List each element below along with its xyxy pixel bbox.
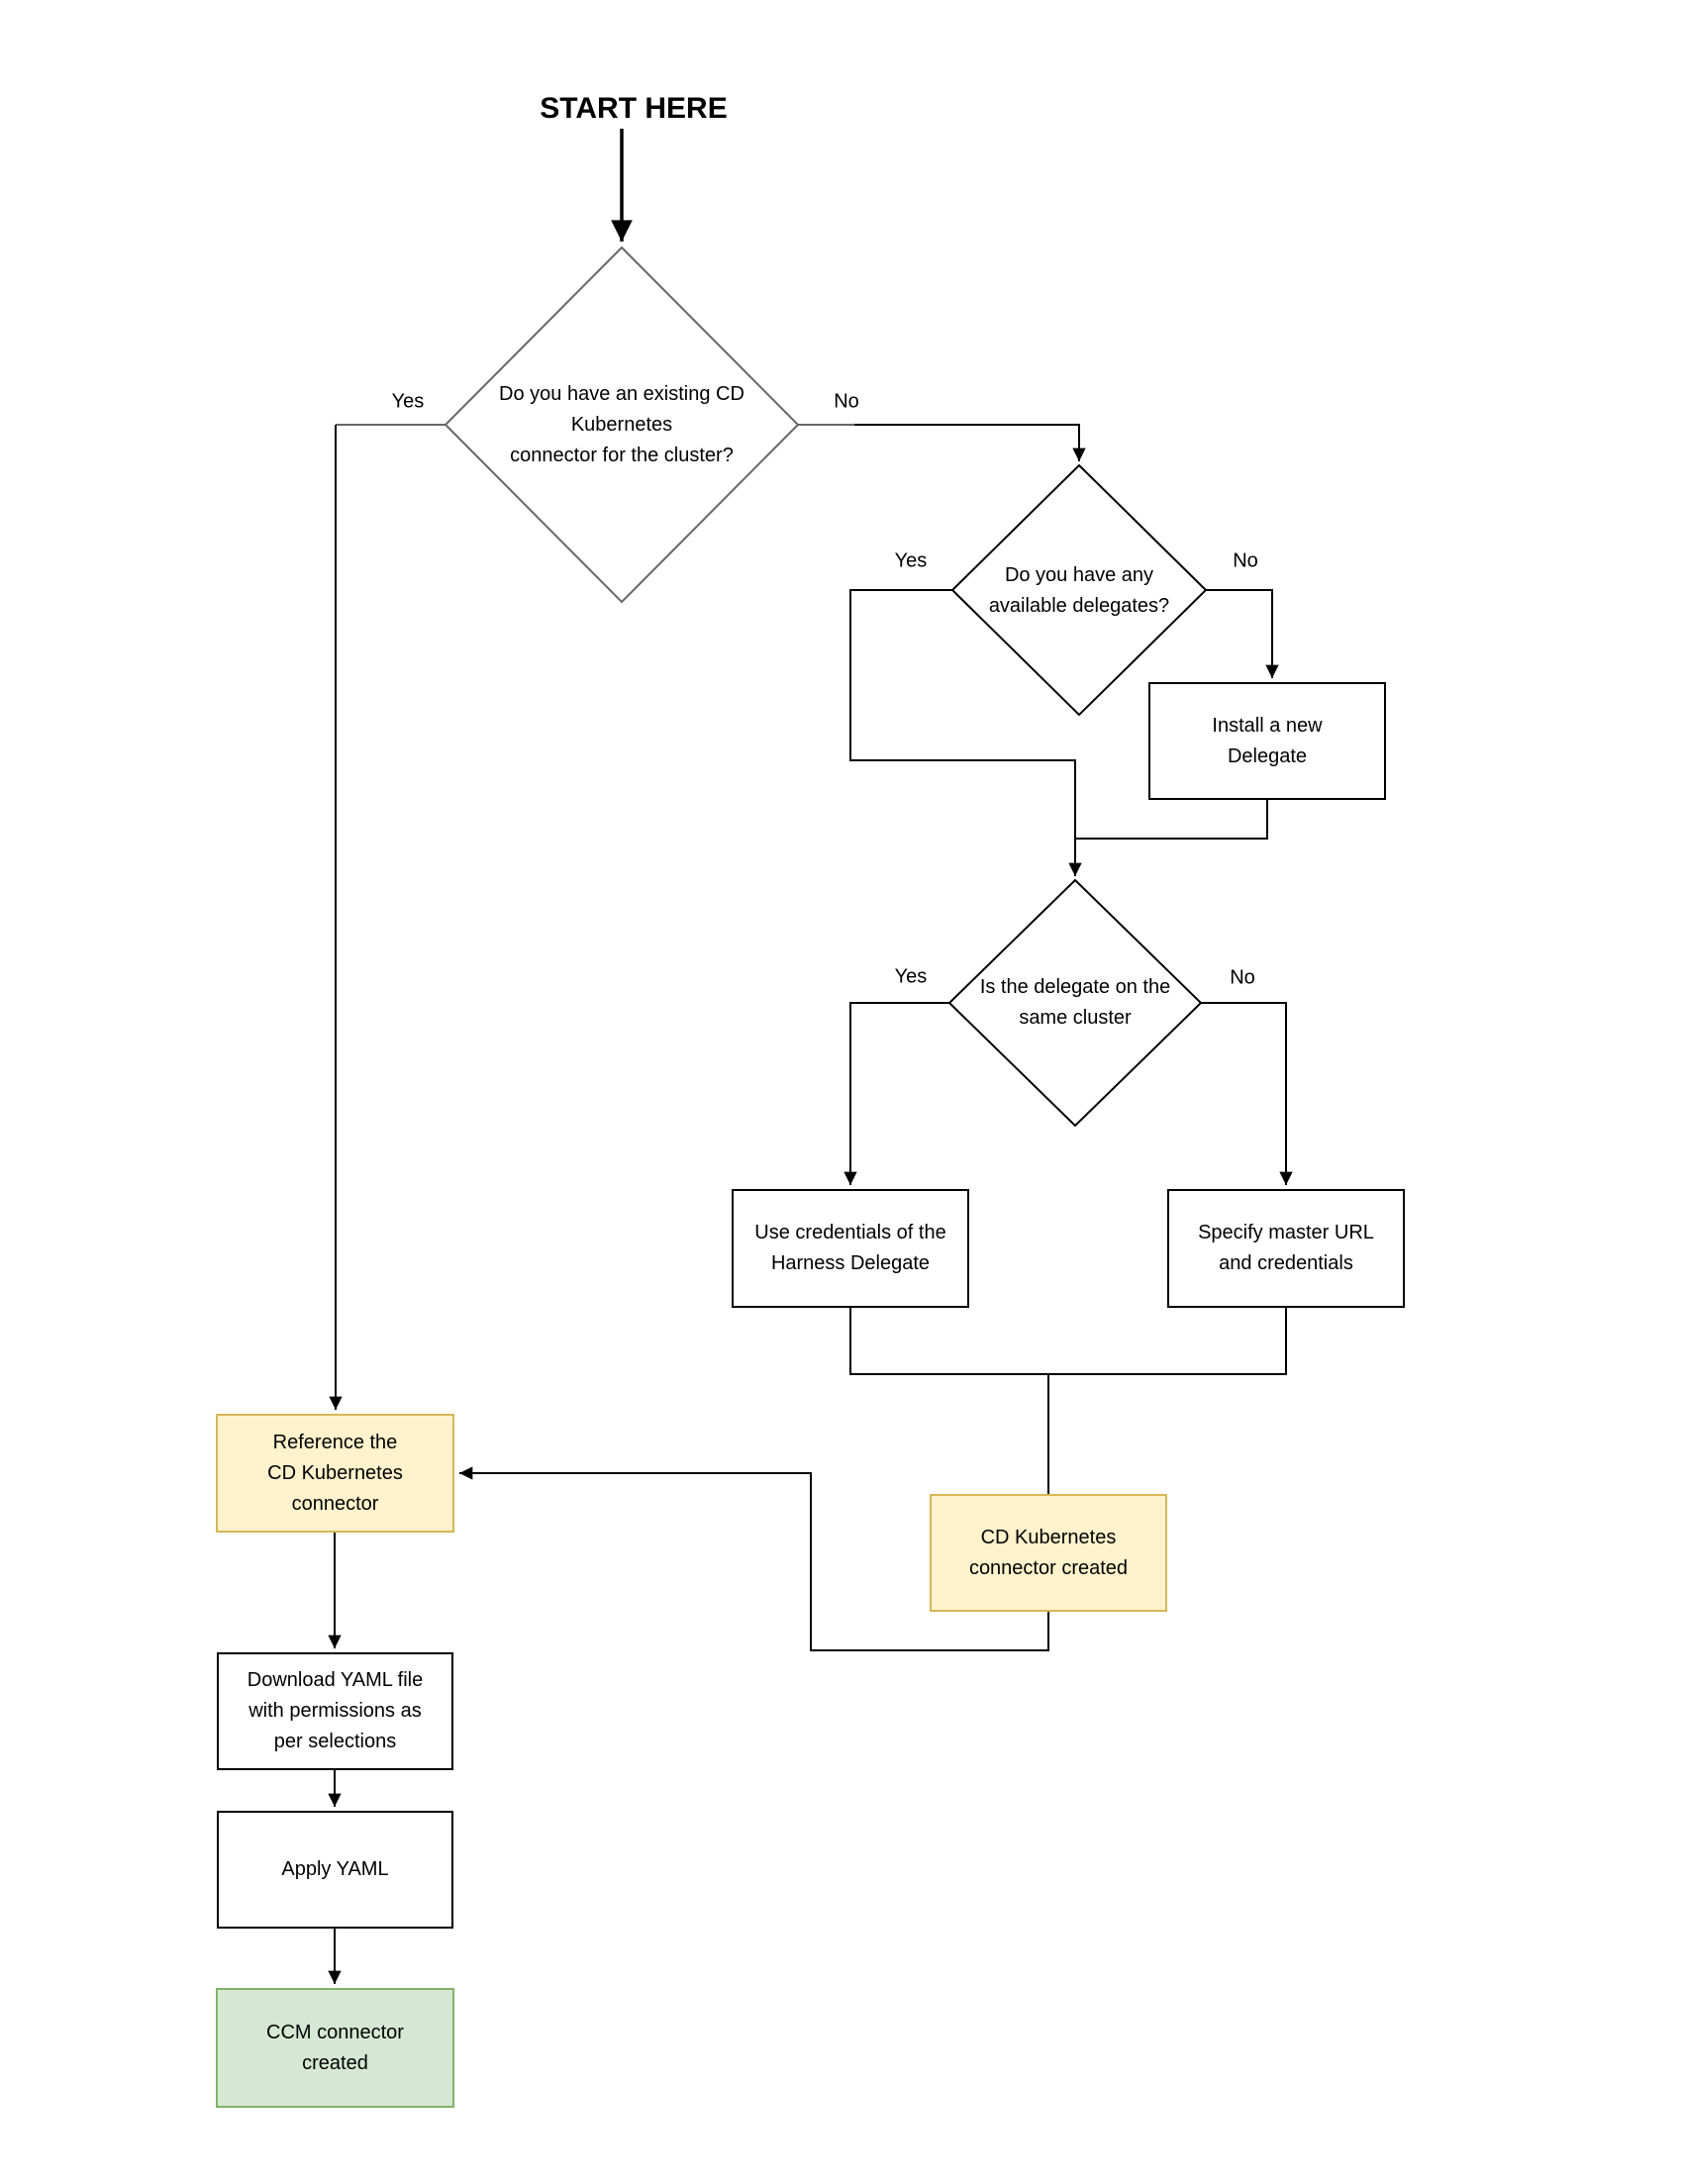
apply-yaml-box: Apply YAML: [217, 1811, 453, 1929]
edge-decision2-yes-to-decision3: [849, 589, 1082, 876]
decision3-no-label: No: [1230, 966, 1255, 989]
edge-decision1-no-to-decision2: [854, 424, 1086, 461]
edge-install-to-decision3: [1075, 800, 1268, 840]
decision-existing-connector-label: Do you have an existing CD Kubernetes co…: [499, 382, 744, 466]
install-delegate-box: Install a new Delegate: [1148, 682, 1386, 800]
decision-existing-connector-shape: [444, 246, 800, 604]
decision-same-cluster-label: Is the delegate on the same cluster: [979, 976, 1171, 1029]
download-yaml-box: Download YAML file with permissions as p…: [217, 1652, 453, 1770]
decision-available-delegates-label: Do you have any available delegates?: [988, 564, 1170, 617]
decision-available-delegates-shape: [950, 463, 1208, 717]
start-here-title: START HERE: [540, 92, 728, 125]
edge-created-to-reference: [459, 1466, 1049, 1651]
edge-decision3-no-to-specify: [1201, 1002, 1293, 1185]
decision2-no-label: No: [1233, 549, 1258, 572]
use-credentials-box: Use credentials of the Harness Delegate: [732, 1189, 969, 1308]
decision3-yes-label: Yes: [894, 965, 928, 988]
decision1-no-label: No: [834, 390, 859, 413]
ccm-connector-created-box: CCM connector created: [216, 1988, 454, 2108]
connector-created-box: CD Kubernetes connector created: [930, 1494, 1167, 1612]
reference-connector-box: Reference the CD Kubernetes connector: [216, 1414, 454, 1533]
edge-decision2-no-to-install: [1206, 589, 1279, 678]
edge-boxes-merge: [849, 1308, 1287, 1375]
decision-same-cluster-shape: [947, 878, 1203, 1128]
specify-master-url-box: Specify master URL and credentials: [1167, 1189, 1405, 1308]
decision2-yes-label: Yes: [894, 549, 928, 572]
edge-decision3-yes-to-usecreds: [843, 1002, 949, 1185]
decision1-yes-label: Yes: [391, 390, 425, 413]
